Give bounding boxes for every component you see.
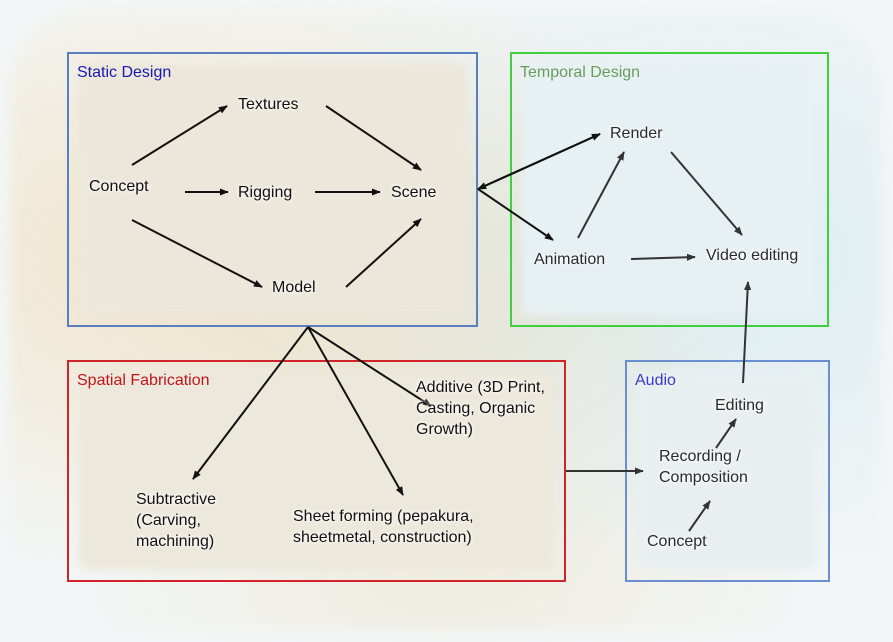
node-scene: Scene <box>391 184 437 201</box>
node-rigging: Rigging <box>238 184 293 201</box>
group-title-spatial-fabrication: Spatial Fabrication <box>77 372 210 389</box>
edge-model-sheet-forming <box>307 326 404 496</box>
node-render: Render <box>610 125 663 142</box>
group-fill <box>79 64 466 315</box>
node-concept: Concept <box>89 178 149 195</box>
node-model: Model <box>272 279 316 296</box>
group-spatial-fabrication: Spatial Fabrication <box>67 360 566 582</box>
edge-scene-render-line <box>477 133 601 190</box>
node-textures: Textures <box>238 96 299 113</box>
group-title-static-design: Static Design <box>77 64 172 81</box>
group-fill <box>79 372 554 570</box>
edge-recording-editing <box>715 418 737 449</box>
group-fill <box>522 64 817 315</box>
edge-textures-scene <box>325 105 422 171</box>
group-temporal-design: Temporal Design <box>510 52 829 327</box>
group-title-audio: Audio <box>635 372 676 389</box>
edge-animation-render <box>577 151 625 239</box>
node-video-editing: Video editing <box>706 247 799 264</box>
node-audio-concept: Concept <box>647 533 707 550</box>
edge-concept-model <box>131 219 263 288</box>
node-animation: Animation <box>534 251 606 268</box>
edge-render-video-editing <box>670 151 743 236</box>
edge-audio-concept-recording <box>688 500 711 532</box>
edge-animation-video-editing <box>630 253 696 261</box>
group-title-temporal-design: Temporal Design <box>520 64 641 81</box>
group-static-design: Static Design <box>67 52 478 327</box>
node-sheet-forming: Sheet forming (pepakura, sheetmetal, con… <box>293 508 474 546</box>
edge-scene-animation <box>477 188 554 241</box>
edge-model-additive <box>307 326 432 407</box>
group-fill <box>637 372 818 570</box>
group-audio: Audio <box>625 360 830 582</box>
node-additive: Additive (3D Print, Casting, Organic Gro… <box>416 379 545 438</box>
edge-concept-textures <box>131 105 228 166</box>
edge-model-subtractive <box>192 326 309 480</box>
edge-editing-video-editing <box>742 281 752 384</box>
edge-model-scene <box>345 218 422 288</box>
node-audio-editing: Editing <box>715 397 764 414</box>
node-subtractive: Subtractive (Carving, machining) <box>136 491 217 550</box>
node-recording-composition: Recording / Composition <box>659 448 748 486</box>
